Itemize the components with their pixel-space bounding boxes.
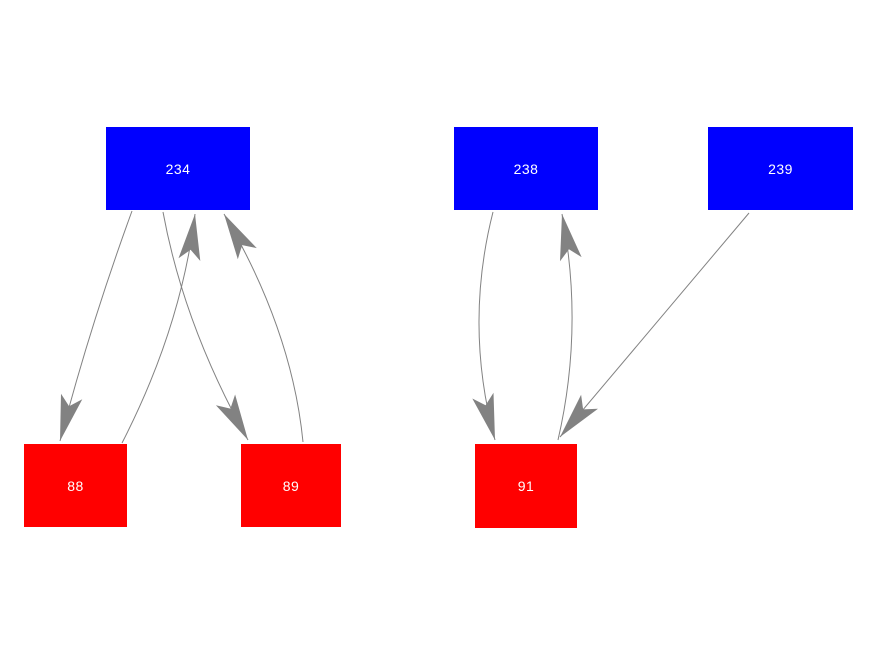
arrowhead-239-to-91 xyxy=(560,394,598,437)
node-239-label: 239 xyxy=(768,160,793,177)
node-239: 239 xyxy=(708,127,853,210)
node-89-label: 89 xyxy=(282,477,300,494)
arrowhead-234-to-88 xyxy=(60,393,83,441)
arrowhead-89-to-234 xyxy=(224,214,257,260)
node-91-label: 91 xyxy=(517,478,535,494)
node-91: 91 xyxy=(475,444,577,528)
node-88: 88 xyxy=(24,444,127,527)
arrowhead-91-to-238 xyxy=(560,214,582,262)
node-234-label: 234 xyxy=(165,160,191,177)
node-238-label: 238 xyxy=(513,160,539,177)
node-88-label: 88 xyxy=(67,477,84,494)
node-89: 89 xyxy=(241,444,341,527)
arrowhead-238-to-91 xyxy=(472,392,495,440)
node-238: 238 xyxy=(454,127,598,210)
arrowhead-234-to-89 xyxy=(215,394,248,440)
arrowhead-88-to-234 xyxy=(178,214,201,261)
edge-239-to-91 xyxy=(559,212,750,438)
node-234: 234 xyxy=(106,127,250,210)
